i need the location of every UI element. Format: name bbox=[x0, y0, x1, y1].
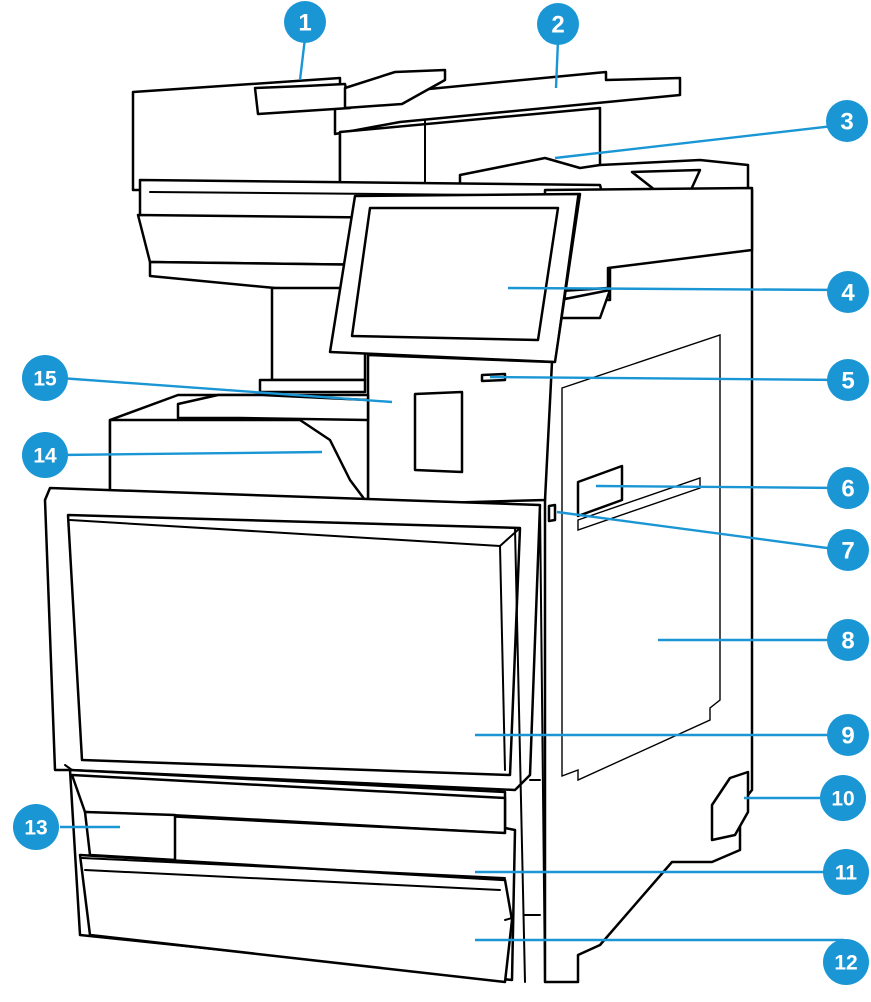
callout-2: 2 bbox=[537, 3, 579, 45]
front-door-panel bbox=[66, 513, 522, 777]
callout-1: 1 bbox=[284, 1, 326, 43]
callout-8: 8 bbox=[827, 619, 869, 661]
tray-3 bbox=[78, 853, 514, 984]
leader-4 bbox=[507, 286, 845, 292]
control-panel-screen bbox=[350, 206, 560, 342]
printer-side-panel bbox=[543, 188, 754, 984]
callout-1-label: 1 bbox=[298, 10, 311, 37]
callout-11-label: 11 bbox=[835, 862, 858, 885]
cable-cover bbox=[710, 770, 750, 842]
tray-2-handle bbox=[83, 810, 177, 862]
printer-body-art bbox=[43, 68, 754, 984]
callout-7-label: 7 bbox=[841, 538, 854, 565]
callout-12-label: 12 bbox=[834, 952, 857, 975]
callout-13-label: 13 bbox=[24, 817, 47, 840]
leader-6 bbox=[595, 484, 843, 490]
nfc-reader-slot bbox=[413, 390, 464, 474]
right-door-panel bbox=[561, 334, 721, 782]
leader-15 bbox=[59, 376, 393, 404]
callout-9: 9 bbox=[827, 714, 869, 756]
leader-7 bbox=[556, 510, 843, 552]
callout-6-label: 6 bbox=[841, 476, 854, 503]
usb-port-shape bbox=[547, 503, 557, 523]
callout-4: 4 bbox=[827, 271, 869, 313]
callout-9-label: 9 bbox=[841, 723, 854, 750]
callout-10-label: 10 bbox=[831, 788, 854, 811]
callout-7: 7 bbox=[827, 529, 869, 571]
leader-1 bbox=[298, 37, 307, 81]
right-door-latch bbox=[576, 464, 624, 518]
feeder-guide bbox=[253, 82, 352, 116]
callout-14-label: 14 bbox=[33, 445, 57, 468]
leader-3 bbox=[554, 123, 843, 160]
callout-14: 14 bbox=[22, 432, 68, 478]
callout-3: 3 bbox=[826, 100, 868, 142]
callout-15: 15 bbox=[22, 355, 68, 401]
callout-2-label: 2 bbox=[551, 12, 564, 39]
callout-15-label: 15 bbox=[33, 368, 57, 391]
leader-lines bbox=[59, 37, 845, 942]
callout-11: 11 bbox=[823, 849, 869, 895]
leader-14 bbox=[59, 450, 323, 457]
leader-5 bbox=[489, 375, 845, 382]
callout-3-label: 3 bbox=[840, 109, 853, 136]
callout-13: 13 bbox=[13, 804, 59, 850]
callout-5-label: 5 bbox=[841, 368, 854, 395]
callout-6: 6 bbox=[827, 467, 869, 509]
callout-5: 5 bbox=[827, 359, 869, 401]
callout-12: 12 bbox=[823, 939, 869, 985]
callout-8-label: 8 bbox=[841, 628, 854, 655]
callout-10: 10 bbox=[820, 775, 866, 821]
callout-4-label: 4 bbox=[841, 280, 855, 307]
leader-2 bbox=[554, 39, 560, 89]
